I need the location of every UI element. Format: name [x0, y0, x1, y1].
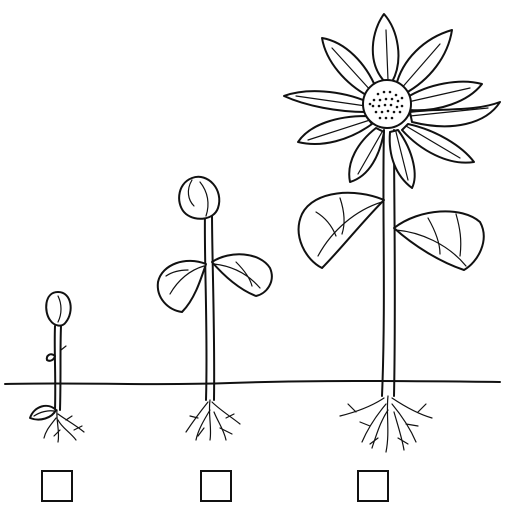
seedling-stem: [55, 326, 56, 410]
ground-line: [5, 381, 500, 384]
young-plant-stem: [205, 212, 207, 400]
seedling-stage: [30, 292, 84, 442]
flowering-plant-stage: [284, 14, 500, 452]
young-plant-bud: [179, 177, 219, 219]
flowering-plant-roots: [340, 396, 432, 452]
seedling-bud: [47, 354, 55, 360]
answer-box-young-plant[interactable]: [200, 470, 232, 502]
young-plant-roots: [186, 400, 240, 440]
flowering-plant-stem: [382, 130, 384, 396]
seedling-seed-shell: [30, 406, 56, 420]
young-plant-left-leaf: [158, 261, 206, 312]
flowering-plant-right-leaf: [394, 211, 484, 270]
answer-box-flowering-plant[interactable]: [357, 470, 389, 502]
answer-box-seedling[interactable]: [41, 470, 73, 502]
young-plant-right-leaf: [212, 254, 272, 296]
young-plant-stage: [158, 177, 272, 440]
